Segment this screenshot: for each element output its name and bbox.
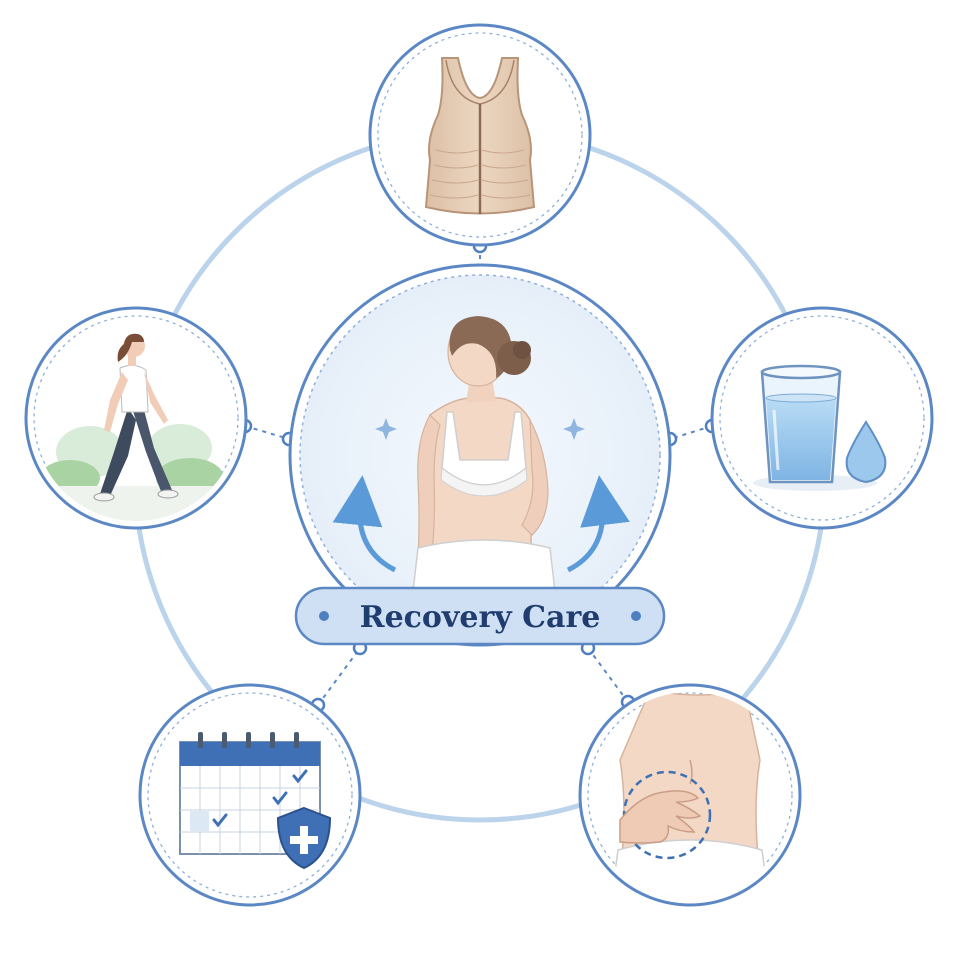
water-drop-icon — [845, 420, 887, 484]
satellite-hydration — [710, 306, 934, 530]
satellite-compression-garment — [368, 23, 592, 247]
woman-back-icon — [332, 316, 630, 601]
water-glass-icon — [753, 364, 877, 491]
satellite-follow-up-schedule — [138, 683, 362, 907]
center-circle — [288, 263, 672, 647]
calendar-icon — [179, 732, 321, 855]
center-label-text: Recovery Care — [360, 600, 601, 635]
center-label-pill: Recovery Care — [294, 586, 666, 646]
abdomen-massage-icon — [609, 692, 771, 898]
satellite-walking — [24, 306, 248, 530]
medical-shield-icon — [276, 806, 332, 870]
compression-vest-icon — [424, 57, 536, 215]
satellite-massage — [578, 683, 802, 907]
